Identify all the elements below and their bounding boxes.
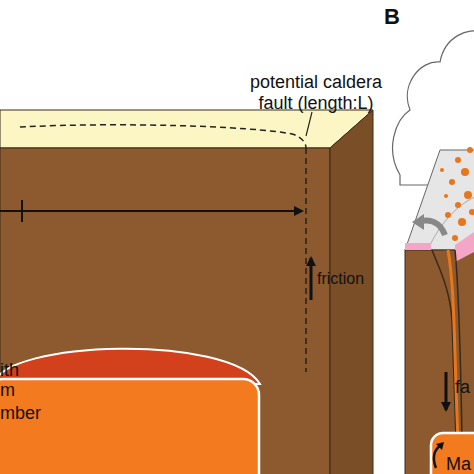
magma-conduit (448, 250, 458, 440)
flow-arrow-head (436, 442, 444, 450)
deposit-strip (455, 232, 474, 262)
panel-letter: B (384, 6, 414, 27)
crystal-mush-dome: ith (0, 334, 260, 384)
node-text: Ma (446, 454, 471, 474)
annotation-label: friction (317, 268, 387, 289)
caldera-outline (20, 125, 306, 148)
fault-slip-arrow (445, 372, 448, 410)
fault-line (305, 148, 307, 372)
block-top-face (0, 110, 373, 148)
magma-chamber: Ma (430, 432, 474, 474)
block-side-face (330, 110, 373, 474)
block-b-top-face (405, 150, 474, 250)
collapse-arrow-head (412, 214, 424, 230)
leader-line (306, 112, 312, 136)
dome-outline (0, 334, 260, 384)
chamber-outline (0, 378, 260, 474)
friction-arrow (310, 258, 313, 300)
chamber-b-fill (431, 433, 474, 474)
deposit-strip (405, 243, 431, 250)
magma-chamber: m mber (0, 378, 260, 474)
dimension-arrow (0, 210, 302, 212)
annotation-label: potential caldera fault (length:L) (236, 72, 396, 114)
annotation-label: fa (455, 377, 474, 398)
eruption-particles (440, 147, 474, 241)
node-text: m (0, 380, 15, 400)
chamber-fill (0, 379, 259, 474)
node-text: mber (0, 403, 41, 423)
flow-arrow (434, 446, 440, 468)
node-text: ith (0, 360, 19, 380)
